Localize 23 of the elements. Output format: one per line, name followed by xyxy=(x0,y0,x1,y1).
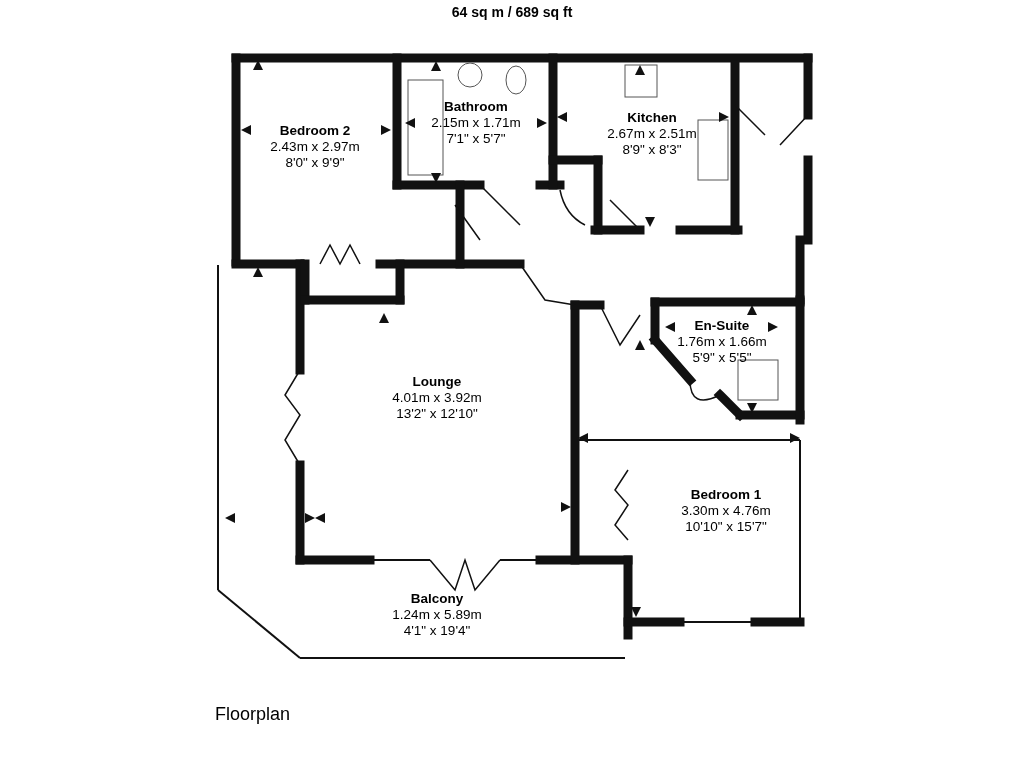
room-dimensions: 2.15m x 1.71m xyxy=(431,114,521,132)
room-name: Bedroom 1 xyxy=(690,486,762,503)
room-name: Bedroom 2 xyxy=(279,122,351,139)
room-dimensions: 2.43m x 2.97m xyxy=(270,138,360,156)
room-dimensions: 2.67m x 2.51m xyxy=(607,125,697,143)
room-dimensions: 1.24m x 5.89m xyxy=(392,606,482,624)
room-name: Lounge xyxy=(412,373,462,390)
room-dimensions: 3.30m x 4.76m xyxy=(681,502,771,520)
room-name: Balcony xyxy=(410,590,464,607)
room-dimensions: 7'1" x 5'7" xyxy=(446,131,506,148)
room-dimensions: 10'10" x 15'7" xyxy=(685,519,767,536)
room-dimensions: 4'1" x 19'4" xyxy=(403,623,471,640)
room-name: Kitchen xyxy=(627,109,677,126)
room-dimensions: 8'9" x 8'3" xyxy=(622,142,682,159)
room-name: Bathroom xyxy=(444,98,508,115)
room-dimensions: 13'2" x 12'10" xyxy=(396,406,478,423)
floorplan-caption: Floorplan xyxy=(215,703,291,726)
room-name: En-Suite xyxy=(694,317,750,334)
room-dimensions: 4.01m x 3.92m xyxy=(392,389,482,407)
room-dimensions: 1.76m x 1.66m xyxy=(677,333,767,351)
floor-area-heading: 64 sq m / 689 sq ft xyxy=(451,3,573,22)
room-dimensions: 8'0" x 9'9" xyxy=(285,155,345,172)
room-dimensions: 5'9" x 5'5" xyxy=(692,350,752,367)
